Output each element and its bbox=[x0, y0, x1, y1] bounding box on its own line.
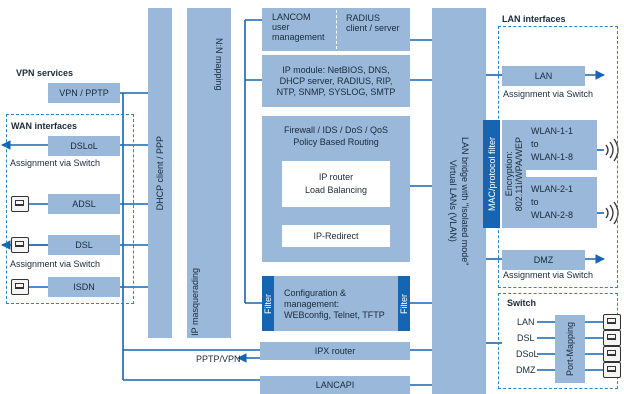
assignment-switch-label: Assignment via Switch bbox=[503, 270, 594, 280]
isdn-block: ISDN bbox=[48, 277, 120, 297]
dslol-block: DSLoL bbox=[48, 136, 120, 156]
assignment-switch-label: Assignment via Switch bbox=[10, 259, 101, 269]
dmz-block: DMZ bbox=[502, 250, 585, 270]
wlan-2-label: WLAN-2-1 to WLAN-2-8 bbox=[531, 184, 574, 220]
vpn-pptp-label: VPN / PPTP bbox=[59, 88, 109, 98]
filter-left: Filter bbox=[262, 276, 274, 331]
wlan-2-block: WLAN-2-1 to WLAN-2-8 bbox=[526, 177, 597, 228]
assignment-switch-label: Assignment via Switch bbox=[10, 158, 101, 168]
lancom-user-management: LANCOM user management bbox=[272, 12, 325, 42]
wlan-1-label: WLAN-1-1 to WLAN-1-8 bbox=[531, 126, 574, 162]
adsl-port-icon bbox=[11, 196, 29, 212]
vpn-pptp-block: VPN / PPTP bbox=[48, 83, 120, 103]
switch-port-dmz-label: DMZ bbox=[516, 365, 536, 375]
lan-bridge-column: LAN bridge with "isolated mode" Virtual … bbox=[432, 8, 486, 394]
port-mapping-block: Port-Mapping bbox=[555, 315, 585, 383]
switch-lan-port-icon bbox=[603, 314, 621, 330]
encryption-label: Encryption: 802.11i/WPA/WEP bbox=[504, 136, 524, 212]
isdn-port-icon bbox=[11, 279, 29, 295]
assignment-switch-label: Assignment via Switch bbox=[503, 89, 594, 99]
dsl-port-icon bbox=[11, 237, 29, 253]
switch-dsl-port-icon bbox=[603, 330, 621, 346]
switch-port-dsl-label: DSL bbox=[517, 333, 535, 343]
wlan-signal-icons bbox=[605, 138, 619, 225]
configuration-block: Filter Configuration & management: WEBco… bbox=[262, 276, 410, 331]
dsl-label: DSL bbox=[75, 240, 93, 250]
dhcp-client-ppp-label: DHCP client / PPP bbox=[155, 135, 165, 211]
adsl-block: ADSL bbox=[48, 194, 120, 214]
mac-protocol-filter: MAC/protocol filter bbox=[483, 120, 500, 228]
switch-port-dsol-label: DSoL bbox=[516, 349, 539, 359]
wan-interfaces-frame bbox=[6, 114, 134, 304]
nn-masquerading-column: N:N mapping IP masquerading bbox=[187, 8, 231, 338]
ip-module-text: IP module: NetBIOS, DNS, DHCP server, RA… bbox=[276, 64, 396, 97]
wlan-1-block: WLAN-1-1 to WLAN-1-8 bbox=[526, 120, 597, 170]
lan-interfaces-heading: LAN interfaces bbox=[502, 14, 566, 24]
dsl-block: DSL bbox=[48, 235, 120, 255]
radius-client-server: RADIUS client / server bbox=[346, 13, 400, 33]
ip-redirect-panel: IP-Redirect bbox=[282, 225, 390, 247]
dhcp-client-ppp-column: DHCP client / PPP bbox=[148, 8, 172, 338]
firewall-block: Firewall / IDS / DoS / QoS Policy Based … bbox=[262, 116, 410, 262]
switch-dsol-port-icon bbox=[603, 346, 621, 362]
lan-block: LAN bbox=[502, 66, 585, 86]
adsl-label: ADSL bbox=[72, 199, 96, 209]
firewall-text: Firewall / IDS / DoS / QoS Policy Based … bbox=[283, 125, 389, 147]
switch-heading: Switch bbox=[507, 298, 537, 308]
ip-masquerading-label: IP masquerading bbox=[190, 268, 200, 336]
filter-right: Filter bbox=[398, 276, 410, 331]
isdn-label: ISDN bbox=[73, 282, 95, 292]
lancapi-block: LANCAPI bbox=[260, 376, 410, 394]
nn-mapping-label: N:N mapping bbox=[214, 38, 224, 91]
ip-router-panel: IP router Load Balancing bbox=[282, 161, 390, 207]
encryption-block: Encryption: 802.11i/WPA/WEP bbox=[502, 120, 526, 228]
configuration-text: Configuration & management: WEBconfig, T… bbox=[284, 288, 385, 320]
ip-module-block: IP module: NetBIOS, DNS, DHCP server, RA… bbox=[262, 55, 410, 107]
block-divider bbox=[336, 10, 337, 49]
lancom-radius-block: LANCOM user management RADIUS client / s… bbox=[262, 8, 410, 51]
lan-bridge-label: LAN bridge with "isolated mode" Virtual … bbox=[448, 136, 470, 266]
switch-dmz-port-icon bbox=[603, 362, 621, 378]
switch-port-lan-label: LAN bbox=[517, 317, 535, 327]
pptp-vpn-label: PPTP/VPN bbox=[196, 354, 241, 364]
wan-interfaces-heading: WAN interfaces bbox=[11, 121, 78, 131]
dslol-label: DSLoL bbox=[70, 141, 98, 151]
vpn-services-heading: VPN services bbox=[16, 68, 74, 78]
ipx-router-block: IPX router bbox=[260, 342, 410, 360]
